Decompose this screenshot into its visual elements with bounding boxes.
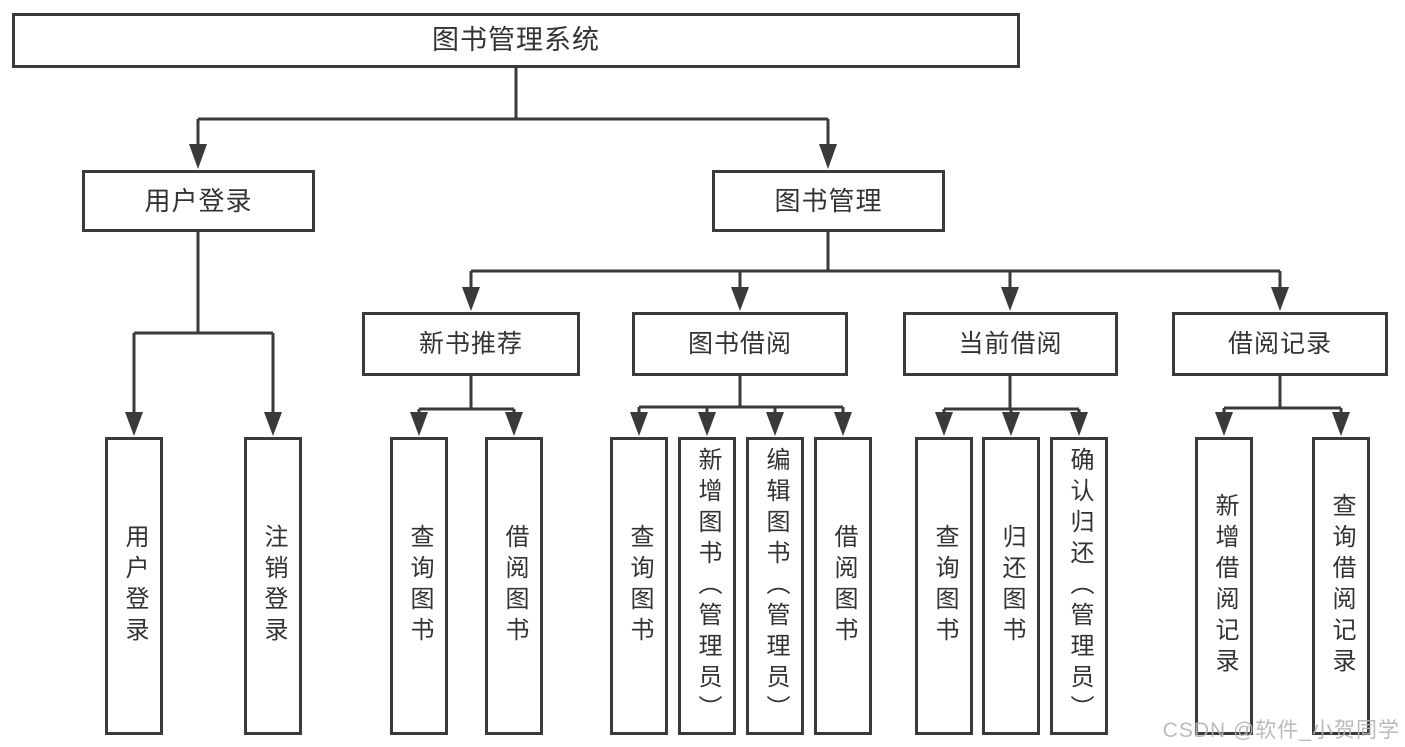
node-label: 图书管理系统 xyxy=(432,25,600,55)
node-label: 归还图书 xyxy=(998,524,1025,648)
edge-newbook-to-leaves xyxy=(417,376,516,414)
node-new-book-recommendation: 新书推荐 xyxy=(362,312,580,376)
node-label: 用户登录 xyxy=(121,524,148,648)
node-label: 查询借阅记录 xyxy=(1328,493,1355,679)
node-label: 查询图书 xyxy=(931,524,958,648)
node-label: 确认归还（管理员） xyxy=(1066,446,1093,726)
leaf-logout-login: 注销登录 xyxy=(244,437,302,735)
leaf-confirm-return-admin: 确认归还（管理员） xyxy=(1050,437,1108,735)
node-user-login: 用户登录 xyxy=(82,170,315,232)
edge-userlogin-to-leaves xyxy=(132,232,275,416)
node-label: 用户登录 xyxy=(144,186,253,216)
edge-bookmgmt-to-level3 xyxy=(469,232,1282,291)
node-label: 借阅图书 xyxy=(501,524,528,648)
node-label: 注销登录 xyxy=(260,524,287,648)
leaf-query-books-borrowing: 查询图书 xyxy=(610,437,668,735)
node-label: 新书推荐 xyxy=(418,329,523,358)
node-label: 查询图书 xyxy=(406,524,433,648)
leaf-query-books-recommend: 查询图书 xyxy=(390,437,448,735)
node-library-management-system: 图书管理系统 xyxy=(12,13,1020,68)
edge-currentborrow-to-leaves xyxy=(942,376,1081,414)
node-label: 当前借阅 xyxy=(958,329,1063,358)
node-label: 查询图书 xyxy=(626,524,653,648)
node-book-management: 图书管理 xyxy=(712,170,945,232)
csdn-watermark: CSDN @软件_小贺同学 xyxy=(1162,719,1400,742)
leaf-query-books-current: 查询图书 xyxy=(915,437,973,735)
leaf-user-login: 用户登录 xyxy=(105,437,163,735)
edge-bookborrow-to-leaves xyxy=(637,376,845,414)
node-label: 图书管理 xyxy=(774,186,883,216)
leaf-add-borrow-record: 新增借阅记录 xyxy=(1195,437,1253,735)
edge-root-to-level2 xyxy=(196,68,830,147)
node-label: 图书借阅 xyxy=(687,329,792,358)
node-label: 借阅记录 xyxy=(1227,329,1332,358)
leaf-query-borrow-record: 查询借阅记录 xyxy=(1312,437,1370,735)
leaf-borrow-books: 借阅图书 xyxy=(814,437,872,735)
node-label: 新增借阅记录 xyxy=(1211,493,1238,679)
node-label: 编辑图书（管理员） xyxy=(762,446,789,726)
leaf-add-books-admin: 新增图书（管理员） xyxy=(678,437,736,735)
node-book-borrowing: 图书借阅 xyxy=(632,312,848,376)
leaf-borrow-books-recommend: 借阅图书 xyxy=(485,437,543,735)
edge-borrowrecord-to-leaves xyxy=(1222,376,1343,414)
node-borrowing-records: 借阅记录 xyxy=(1172,312,1388,376)
node-current-borrowing: 当前借阅 xyxy=(903,312,1118,376)
leaf-edit-books-admin: 编辑图书（管理员） xyxy=(746,437,804,735)
node-label: 新增图书（管理员） xyxy=(694,446,721,726)
leaf-return-books: 归还图书 xyxy=(982,437,1040,735)
node-label: 借阅图书 xyxy=(830,524,857,648)
arrowheads xyxy=(125,144,1350,436)
